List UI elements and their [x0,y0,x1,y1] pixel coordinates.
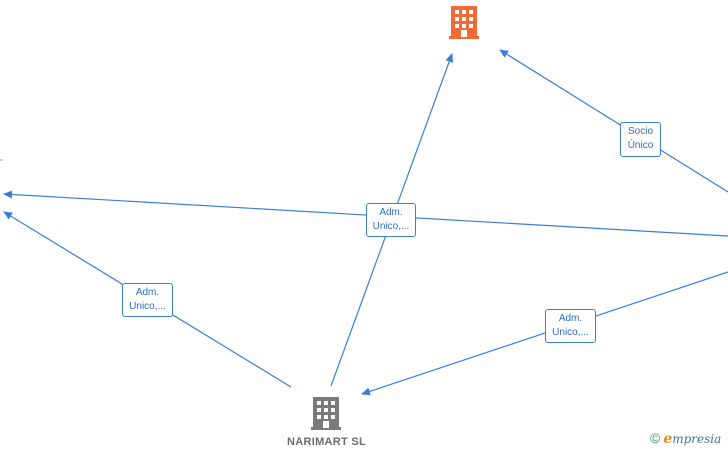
building-icon[interactable] [311,397,341,430]
node-label-narimart[interactable]: NARIMART SL [287,436,367,448]
edge-right-to-top [499,49,728,193]
brand-name-first: e [663,431,673,447]
building-icon[interactable] [449,6,479,39]
edge-label-line1: Adm. [135,287,160,298]
edge-label-adm-left[interactable]: Adm. Unico,... [122,283,173,317]
empresia-logo: ©empresia [650,430,721,447]
copyright-symbol: © [650,430,661,446]
edge-label-line1: Adm. [379,207,403,218]
edge-label-line2: Unico,... [372,221,410,232]
edge-label-line1: Adm. [558,313,583,324]
edge-label-adm-center[interactable]: Adm. Unico,... [366,203,416,237]
edge-label-line2: Unico,... [552,327,589,338]
edge-label-line2: Único [627,140,654,151]
brand-name-rest: mpresia [672,432,722,446]
edge-label-line1: Socio [627,126,653,137]
edge-label-socio-unico[interactable]: Socio Único [620,122,661,157]
edge-label-line2: Unico,... [129,301,166,312]
edge-label-adm-right[interactable]: Adm. Unico,... [545,309,596,343]
